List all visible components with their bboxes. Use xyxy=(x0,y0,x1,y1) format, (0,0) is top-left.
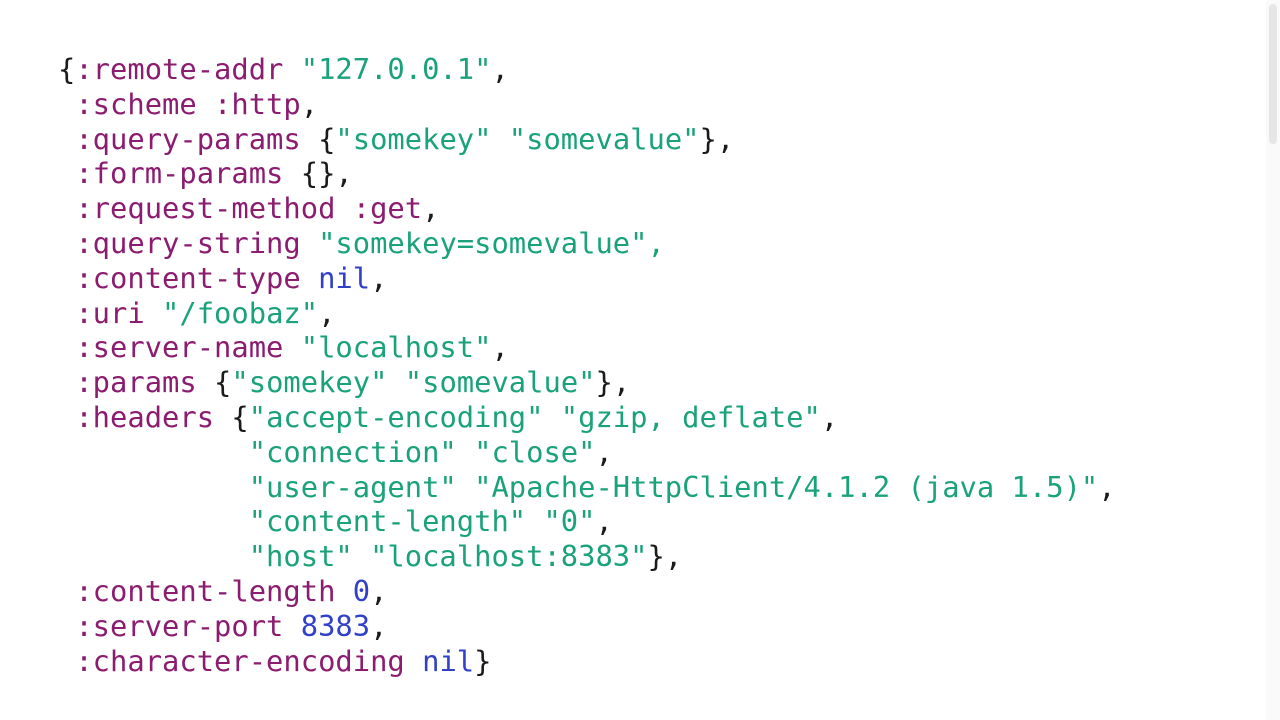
code-punctuation: }, xyxy=(595,365,631,400)
code-line: "content-length" "0", xyxy=(58,504,1116,539)
code-keyword: :query-string xyxy=(75,225,301,260)
code-line: :scheme :http, xyxy=(58,87,1116,122)
code-punctuation: , xyxy=(318,295,336,330)
clojure-request-map-code: {:remote-addr "127.0.0.1", :scheme :http… xyxy=(58,52,1116,678)
code-punctuation: , xyxy=(491,330,509,365)
code-indent xyxy=(58,539,249,573)
code-indent xyxy=(58,330,75,364)
code-indent xyxy=(58,122,75,156)
code-line: :form-params {}, xyxy=(58,156,1116,191)
code-punctuation xyxy=(335,574,352,608)
code-punctuation: , xyxy=(595,434,613,469)
code-keyword: :uri xyxy=(75,295,145,330)
code-punctuation: , xyxy=(1098,469,1116,504)
code-punctuation xyxy=(283,52,300,86)
code-line: :server-port 8383, xyxy=(58,609,1116,644)
code-number: 8383 xyxy=(300,608,371,643)
code-keyword: :query-params xyxy=(75,121,301,156)
code-keyword: :server-port xyxy=(75,608,284,643)
code-punctuation: , xyxy=(370,260,388,295)
code-string: "/foobaz" xyxy=(162,295,319,330)
code-punctuation xyxy=(301,226,318,260)
code-line: "connection" "close", xyxy=(58,435,1116,470)
code-punctuation: { xyxy=(196,365,232,400)
code-string: "127.0.0.1" xyxy=(300,52,492,86)
code-punctuation xyxy=(301,261,318,295)
code-string: "content-length" "0" xyxy=(248,504,596,539)
code-keyword: :character-encoding xyxy=(75,643,405,678)
code-keyword: :headers xyxy=(75,399,215,434)
vertical-scrollbar[interactable] xyxy=(1266,0,1280,720)
code-line: :request-method :get, xyxy=(58,191,1116,226)
code-line: :uri "/foobaz", xyxy=(58,296,1116,331)
code-indent xyxy=(58,504,249,538)
code-punctuation: { xyxy=(300,121,336,156)
code-punctuation: , xyxy=(491,52,509,86)
code-indent xyxy=(58,470,249,504)
code-string: "host" "localhost:8383" xyxy=(248,539,648,574)
code-string: "somekey=somevalue", xyxy=(318,225,665,260)
code-punctuation: }, xyxy=(647,539,683,574)
code-line: :params {"somekey" "somevalue"}, xyxy=(58,365,1116,400)
code-line: :headers {"accept-encoding" "gzip, defla… xyxy=(58,400,1116,435)
code-number: 0 xyxy=(352,573,371,608)
code-string: "connection" "close" xyxy=(248,434,596,469)
code-punctuation: }, xyxy=(699,121,735,156)
code-indent xyxy=(58,226,75,260)
code-keyword: :remote-addr xyxy=(75,52,284,86)
code-punctuation: {}, xyxy=(283,156,353,191)
code-string: "accept-encoding" "gzip, deflate" xyxy=(248,399,821,434)
code-indent xyxy=(58,644,75,678)
scrollbar-thumb[interactable] xyxy=(1269,4,1277,144)
code-string: "localhost" xyxy=(300,330,492,365)
code-punctuation xyxy=(283,609,300,643)
code-punctuation: , xyxy=(370,573,388,608)
code-punctuation xyxy=(145,296,162,330)
code-keyword: :request-method :get xyxy=(75,191,423,226)
code-punctuation: , xyxy=(300,86,319,121)
code-line: :content-length 0, xyxy=(58,574,1116,609)
code-line: :content-type nil, xyxy=(58,261,1116,296)
code-punctuation: , xyxy=(422,191,440,226)
code-punctuation xyxy=(283,330,300,364)
code-line: {:remote-addr "127.0.0.1", xyxy=(58,52,1116,87)
code-punctuation: , xyxy=(595,504,613,539)
code-indent xyxy=(58,261,75,295)
code-line: :query-params {"somekey" "somevalue"}, xyxy=(58,122,1116,157)
code-nil: nil xyxy=(318,260,371,295)
code-indent xyxy=(58,365,75,399)
code-punctuation xyxy=(405,644,422,678)
code-line: :query-string "somekey=somevalue", xyxy=(58,226,1116,261)
code-keyword: :scheme :http xyxy=(75,86,301,121)
code-string: "somekey" "somevalue" xyxy=(335,121,700,156)
code-indent xyxy=(58,87,75,121)
code-keyword: :content-type xyxy=(75,260,301,295)
code-keyword: :params xyxy=(75,365,197,400)
code-punctuation: , xyxy=(370,608,388,643)
code-indent xyxy=(58,609,75,643)
code-nil: nil xyxy=(422,643,475,678)
code-indent xyxy=(58,435,249,469)
code-keyword: :server-name xyxy=(75,330,284,365)
code-punctuation: { xyxy=(214,399,249,434)
code-indent xyxy=(58,191,75,225)
code-indent xyxy=(58,574,75,608)
code-indent xyxy=(58,400,75,434)
code-keyword: :form-params xyxy=(75,156,284,191)
code-indent xyxy=(58,156,75,190)
code-line: "user-agent" "Apache-HttpClient/4.1.2 (j… xyxy=(58,470,1116,505)
code-indent xyxy=(58,296,75,330)
code-line: :server-name "localhost", xyxy=(58,330,1116,365)
code-string: "somekey" "somevalue" xyxy=(231,365,596,400)
code-line: "host" "localhost:8383"}, xyxy=(58,539,1116,574)
code-line: :character-encoding nil} xyxy=(58,644,1116,679)
code-punctuation: } xyxy=(474,643,492,678)
code-punctuation: { xyxy=(58,52,76,86)
code-punctuation: , xyxy=(820,399,839,434)
code-string: "user-agent" "Apache-HttpClient/4.1.2 (j… xyxy=(248,469,1099,504)
code-keyword: :content-length xyxy=(75,573,336,608)
